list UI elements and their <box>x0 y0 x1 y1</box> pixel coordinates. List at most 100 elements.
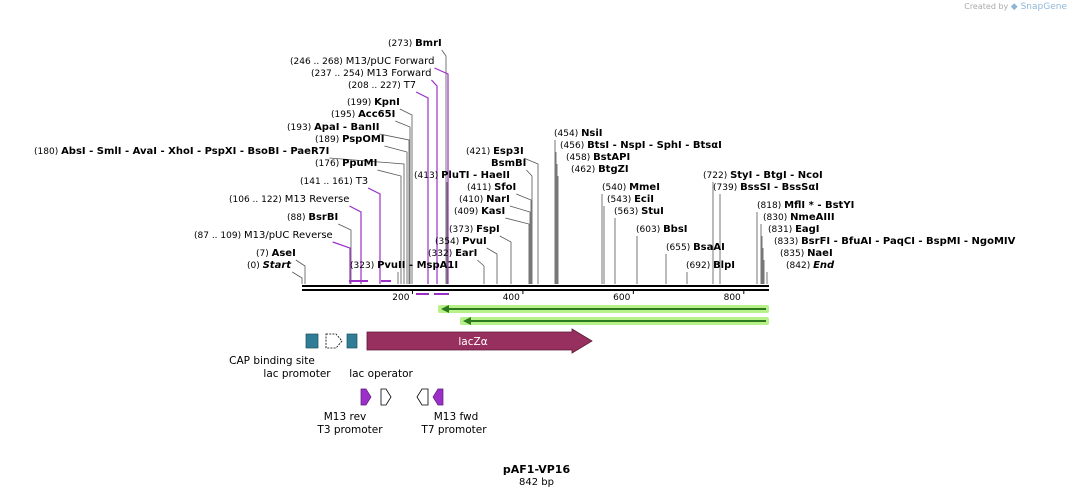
site-labels: (273) BmrI(246 .. 268) M13/pUC Forward(2… <box>34 38 1016 271</box>
plasmid-length: 842 bp <box>519 477 554 488</box>
site-label-39: (830) NmeAIII <box>763 212 835 223</box>
site-label-37: (739) BssSI - BssSαI <box>713 182 819 193</box>
site-name: NaeI <box>807 248 833 259</box>
site-name: BbsI <box>663 224 687 235</box>
site-label-36: (722) StyI - BtgI - NcoI <box>703 170 823 181</box>
site-label-22: (409) KasI <box>454 206 505 217</box>
site-name: StuI <box>641 206 664 217</box>
site-position: (563) <box>614 207 641 217</box>
site-label-16: (323) PvuII - MspA1I <box>350 260 458 271</box>
t7-promoter-feature <box>416 388 429 406</box>
site-position: (818) <box>757 201 784 211</box>
credit-brand: SnapGene <box>1020 2 1067 12</box>
site-name: PpuMI <box>342 158 377 169</box>
orf-2-arrowhead <box>463 317 471 325</box>
orf-arrows <box>438 305 769 325</box>
site-name: M13/pUC Forward <box>346 56 435 67</box>
site-label-23: (373) FspI <box>449 224 500 235</box>
site-label-29: (462) BtgZI <box>571 164 629 175</box>
site-leader-line-11 <box>349 205 362 284</box>
site-name: NmeAIII <box>790 212 834 223</box>
site-label-5: (195) Acc65I <box>331 109 395 120</box>
site-label-35: (692) BlpI <box>686 260 735 271</box>
site-leader-line-12 <box>338 223 352 284</box>
site-name: BtgZI <box>598 164 629 175</box>
site-name: NsiI <box>581 128 602 139</box>
site-name: Acc65I <box>358 109 395 120</box>
lacz-alpha-label: lacZα <box>458 336 487 348</box>
site-position: (323) <box>350 261 377 271</box>
site-name: NarI <box>486 194 510 205</box>
site-position: (246 .. 268) <box>290 57 346 67</box>
site-position: (413) <box>414 171 441 181</box>
lac-operator-feature <box>346 333 358 349</box>
site-position: (7) <box>256 249 272 259</box>
site-leader-line-25 <box>477 259 485 284</box>
plasmid-map: (273) BmrI(246 .. 268) M13/pUC Forward(2… <box>34 38 1016 436</box>
site-label-31: (543) EciI <box>607 194 654 205</box>
site-position: (273) <box>388 39 415 49</box>
site-position: (833) <box>774 237 801 247</box>
site-label-2: (237 .. 254) M13 Forward <box>311 68 431 79</box>
map-title-block: pAF1-VP16 842 bp <box>0 463 1073 488</box>
m13-rev-feature <box>360 388 372 406</box>
m13-rev-label: M13 rev <box>324 411 367 423</box>
site-position: (456) <box>560 141 587 151</box>
site-label-21: (410) NarI <box>459 194 510 205</box>
lac-promoter-feature <box>325 333 343 349</box>
site-name: Start <box>263 260 293 271</box>
site-position: (409) <box>454 207 481 217</box>
site-position: (141 .. 161) <box>300 177 356 187</box>
site-leader-line-10 <box>367 187 381 284</box>
site-name: PspOMI <box>342 134 384 145</box>
site-leader-line-22 <box>505 217 530 284</box>
site-name: End <box>813 260 835 271</box>
site-label-9: (176) PpuMI <box>315 158 377 169</box>
site-label-7: (189) PspOMI <box>315 134 385 145</box>
site-position: (195) <box>331 110 358 120</box>
orf-1-arrowhead <box>441 305 449 313</box>
site-label-25: (332) EarI <box>428 248 477 259</box>
site-leader-line-8 <box>329 157 405 284</box>
site-leader-line-24 <box>486 247 498 284</box>
site-label-17: (413) PluTI - HaeII <box>414 170 510 181</box>
site-position: (354) <box>435 237 462 247</box>
site-name: MflI * - BstYI <box>784 200 854 211</box>
lacz-alpha-feature <box>366 328 593 354</box>
t3-promoter-feature <box>380 388 392 406</box>
site-position: (176) <box>315 159 342 169</box>
site-leader-line-19 <box>526 169 533 284</box>
site-position: (87 .. 109) <box>194 231 244 241</box>
site-leader-line-9 <box>377 169 402 284</box>
site-leader-line-21 <box>509 205 531 284</box>
site-name: EciI <box>634 194 654 205</box>
site-name: MmeI <box>629 182 660 193</box>
site-label-8: (180) AbsI - SmlI - AvaI - XhoI - PspXI … <box>34 146 329 157</box>
tick-label-0: 200 <box>392 293 409 303</box>
site-label-10: (141 .. 161) T3 <box>300 176 368 187</box>
site-name: M13 Reverse <box>285 194 350 205</box>
site-label-6: (193) ApaI - BanII <box>287 122 379 133</box>
site-name: BsrFI - BfuAI - PaqCI - BspMI - NgoMIV <box>801 236 1016 247</box>
site-label-15: (0) Start <box>247 260 292 271</box>
site-position: (411) <box>467 183 494 193</box>
snapgene-logo: ◆ SnapGene <box>1010 2 1067 12</box>
cap-binding-site-feature <box>305 333 319 349</box>
site-label-12: (88) BsrBI <box>287 212 338 223</box>
site-position: (543) <box>607 195 634 205</box>
site-name: EarI <box>455 248 477 259</box>
site-position: (831) <box>768 225 795 235</box>
site-label-14: (7) AseI <box>256 248 296 259</box>
site-name: T3 <box>355 176 368 187</box>
lac-promoter-label: lac promoter <box>263 368 331 380</box>
site-label-19: BsmBI <box>491 158 526 169</box>
site-position: (722) <box>703 171 730 181</box>
site-name: PluTI - HaeII <box>441 170 510 181</box>
site-label-41: (833) BsrFI - BfuAI - PaqCI - BspMI - Ng… <box>774 236 1016 247</box>
snapgene-credit: Created by ◆ SnapGene <box>964 2 1067 12</box>
site-position: (193) <box>287 123 314 133</box>
plasmid-name: pAF1-VP16 <box>502 463 571 476</box>
site-name: M13/pUC Reverse <box>244 230 333 241</box>
site-label-42: (835) NaeI <box>780 248 833 259</box>
site-name: FspI <box>476 224 500 235</box>
